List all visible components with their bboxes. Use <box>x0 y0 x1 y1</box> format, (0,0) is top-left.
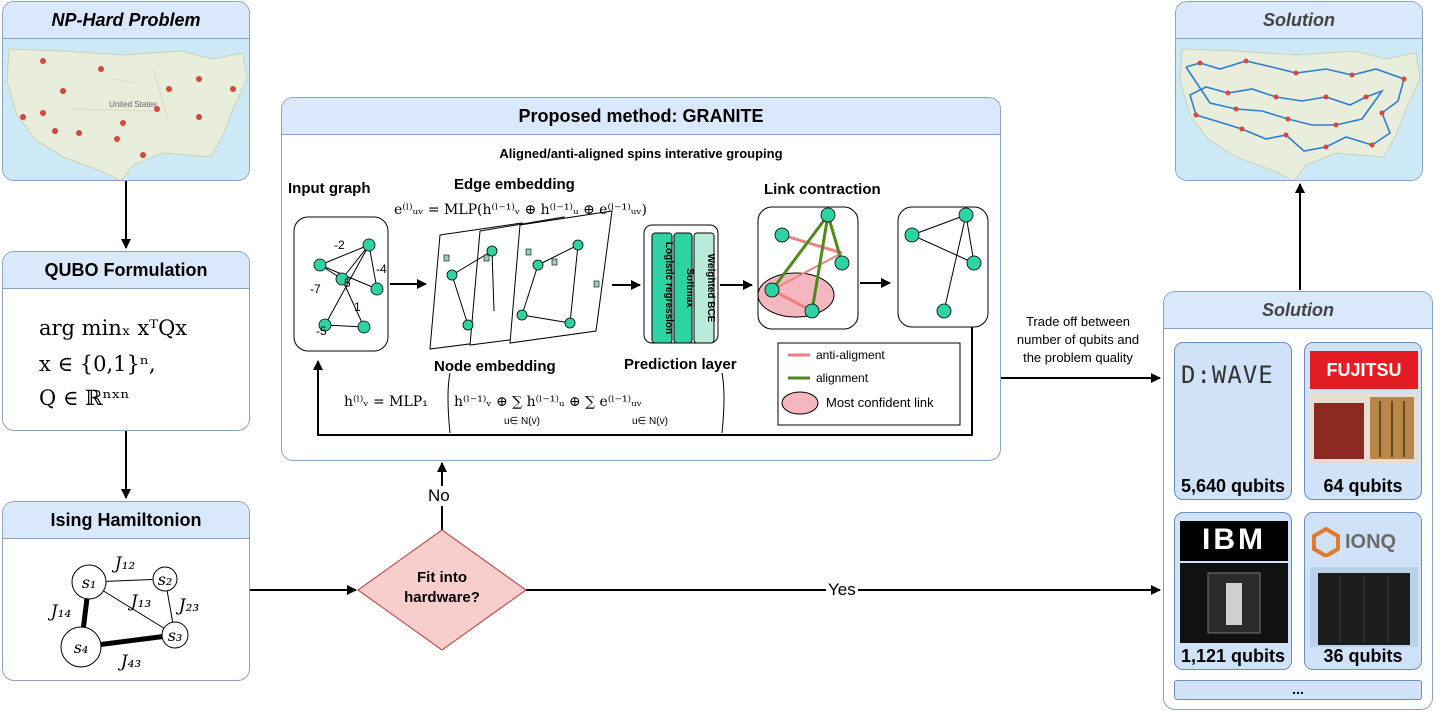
coupling-j12: J₁₂ <box>112 554 136 574</box>
fujitsu-computer-image <box>1310 393 1418 463</box>
qubo-title: QUBO Formulation <box>3 252 249 289</box>
coupling-j43: J₄₃ <box>118 652 142 672</box>
qpu-dwave: D:WAVE 5,640 qubits <box>1174 342 1292 500</box>
prediction-layer-label: Prediction layer <box>624 356 737 373</box>
map-country-label: United States <box>109 100 157 109</box>
tradeoff-line-3: the problem quality <box>1023 350 1133 365</box>
node-embedding-label: Node embedding <box>434 358 556 375</box>
edge-weight-2: -4 <box>376 262 387 276</box>
solution-map-card: Solution <box>1175 1 1423 181</box>
edge-weight-5: -5 <box>316 324 327 338</box>
sum-subscript-2: u∈ N(v) <box>632 416 668 427</box>
legend-anti: anti-aligment <box>816 348 885 362</box>
ibm-computer-image <box>1180 563 1288 643</box>
np-hard-title: NP-Hard Problem <box>3 2 249 39</box>
coupling-j14: J₁₄ <box>48 602 72 622</box>
dwave-logo: D:WAVE <box>1181 361 1274 389</box>
node-s4: s₄ <box>74 638 89 657</box>
ising-title: Ising Hamiltonion <box>3 502 249 539</box>
usa-map: United States <box>3 39 249 180</box>
ibm-logo-bg <box>1180 521 1288 561</box>
qubo-card: QUBO Formulation arg minₓ xᵀQx x ∈ {0,1}… <box>2 251 250 431</box>
edge-weight-3: 5 <box>344 276 351 290</box>
legend-align: alignment <box>816 371 869 385</box>
legend-confident: Most confident link <box>826 395 934 410</box>
no-label: No <box>428 486 450 506</box>
input-graph-label: Input graph <box>288 180 371 197</box>
node-s2: s₂ <box>158 570 173 589</box>
ionq-qubits: 36 qubits <box>1323 646 1403 666</box>
edge-embedding-label: Edge embedding <box>454 176 575 193</box>
qubo-line-2: x ∈ {0,1}ⁿ, <box>39 352 156 376</box>
qpu-ibm: IBM 1,121 qubits <box>1174 512 1292 670</box>
yes-label: Yes <box>826 580 858 600</box>
ising-card: Ising Hamiltonion s₁ s₂ s₃ s₄ J₁₂ J₁₃ J₂… <box>2 501 250 681</box>
ibm-qubits: 1,121 qubits <box>1180 646 1286 666</box>
layer-bce: Weighted BCE <box>705 254 716 323</box>
tradeoff-line-1: Trade off between <box>1025 314 1131 329</box>
solution-map <box>1176 39 1422 180</box>
sum-subscript-1: u∈ N(v) <box>504 416 540 427</box>
coupling-j13: J₁₃ <box>128 592 152 612</box>
dwave-qubits: 5,640 qubits <box>1180 476 1286 496</box>
edge-weight-4: -7 <box>310 282 321 296</box>
node-s1: s₁ <box>82 573 97 592</box>
ionq-logo-icon <box>1312 527 1340 557</box>
solution-panel: Solution D:WAVE 5,640 qubits FUJITSU 64 … <box>1163 291 1433 710</box>
granite-subtitle: Aligned/anti-aligned spins interative gr… <box>499 146 783 161</box>
ising-graph: s₁ s₂ s₃ s₄ J₁₂ J₁₃ J₂₃ J₁₄ J₄₃ <box>48 554 200 672</box>
fujitsu-qubits: 64 qubits <box>1323 476 1403 496</box>
fujitsu-logo: FUJITSU <box>1326 360 1402 380</box>
layer-logistic: Logistic regression <box>663 242 674 334</box>
node-formula-lhs: h⁽ˡ⁾ᵥ = MLP₁ <box>344 394 428 410</box>
solution-panel-title: Solution <box>1164 292 1432 329</box>
granite-diagram: -2 -4 5 -7 -5 1 <box>293 206 989 436</box>
ibm-logo: IBM <box>1202 523 1266 556</box>
ionq-logo: IONQ <box>1345 531 1397 553</box>
fujitsu-logo-bg <box>1310 351 1418 389</box>
ionq-computer-image <box>1310 567 1418 647</box>
edge-formula: e⁽ˡ⁾ᵤᵥ = MLP(h⁽ˡ⁻¹⁾ᵥ ⊕ h⁽ˡ⁻¹⁾ᵤ ⊕ e⁽ˡ⁻¹⁾ᵤ… <box>394 202 647 218</box>
granite-title: Proposed method: GRANITE <box>282 98 1000 135</box>
more-qpus-label: ... <box>1292 681 1304 697</box>
decision-diamond <box>356 529 528 651</box>
np-hard-card: NP-Hard Problem United States <box>2 1 250 181</box>
more-qpus: ... <box>1174 680 1422 700</box>
node-formula-rhs: h⁽ˡ⁻¹⁾ᵥ ⊕ ∑ h⁽ˡ⁻¹⁾ᵤ ⊕ ∑ e⁽ˡ⁻¹⁾ᵤᵥ <box>454 394 642 410</box>
qubo-line-1: arg minₓ xᵀQx <box>39 316 188 340</box>
granite-panel: Proposed method: GRANITE Aligned/anti-al… <box>281 97 1001 461</box>
node-s3: s₃ <box>168 626 183 645</box>
coupling-j23: J₂₃ <box>176 596 200 616</box>
edge-weight-1: -2 <box>334 238 345 252</box>
qpu-ionq: IONQ 36 qubits <box>1304 512 1422 670</box>
contraction-box-2 <box>897 206 989 328</box>
embedding-planes <box>429 210 613 350</box>
tradeoff-line-2: number of qubits and <box>1016 332 1140 347</box>
edge-weight-6: 1 <box>354 300 361 314</box>
link-contraction-label: Link contraction <box>764 181 881 198</box>
qubo-line-3: Q ∈ ℝⁿˣⁿ <box>39 386 130 410</box>
decision-label: Fit into hardware? <box>404 569 480 606</box>
layer-softmax: Softmax <box>684 268 695 308</box>
solution-top-title: Solution <box>1176 2 1422 39</box>
qpu-fujitsu: FUJITSU 64 qubits <box>1304 342 1422 500</box>
